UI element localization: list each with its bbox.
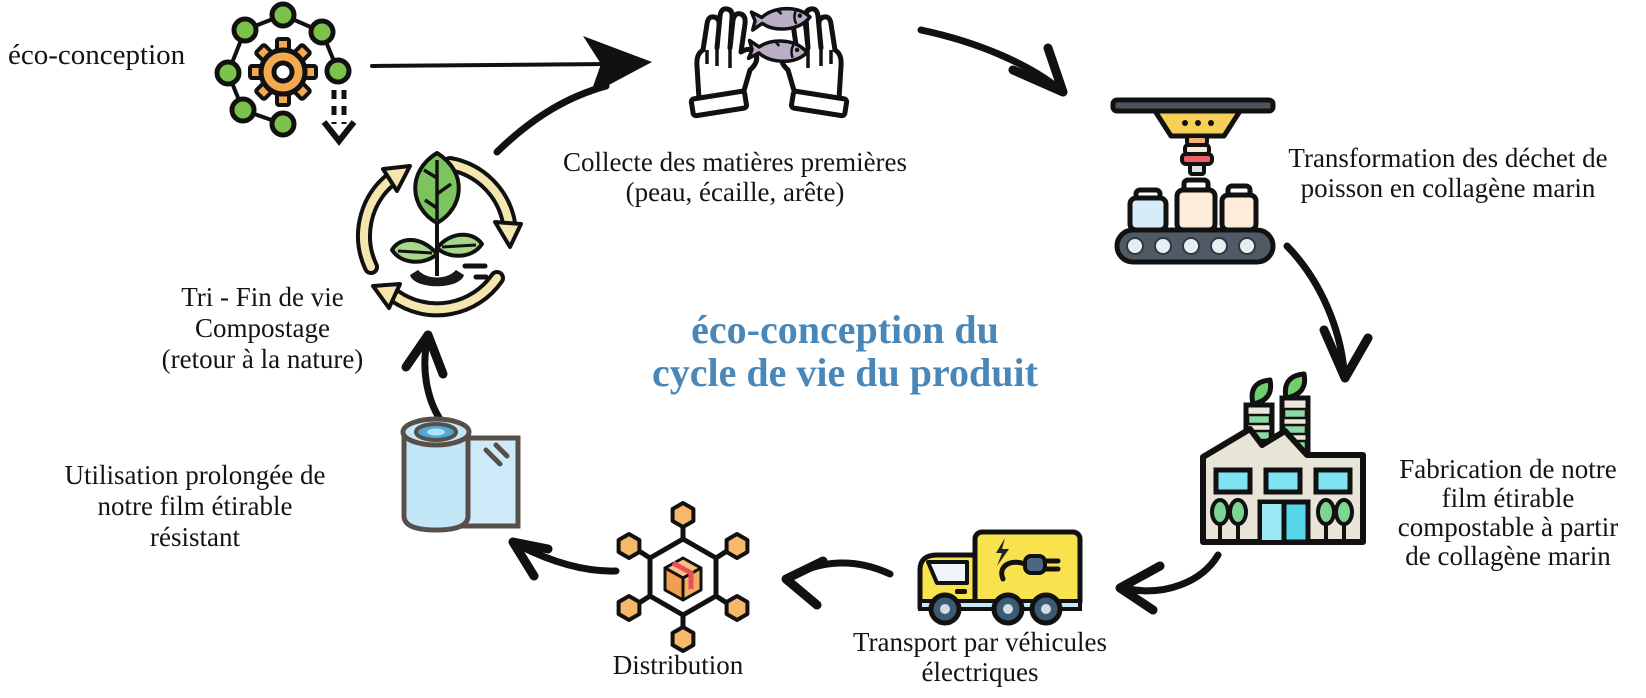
arrowhead-collecte — [583, 36, 652, 95]
arrow-transformation-to-fabrication — [1283, 242, 1348, 374]
conveyor-machine-icon — [1110, 97, 1276, 265]
compost-cycle-icon — [356, 151, 523, 318]
transport-label: Transport par véhicules électriques — [853, 627, 1107, 687]
arrow-tri-to-collecte — [493, 82, 610, 156]
lightning-icon — [996, 538, 1009, 566]
arrow-fabrication-to-transport — [1124, 551, 1222, 595]
center-title: éco-conception du cycle de vie du produi… — [652, 307, 1038, 395]
fabrication-label: Fabrication de notre film étirable compo… — [1397, 454, 1619, 571]
eco-factory-icon — [1200, 371, 1366, 545]
tri-label: Tri - Fin de vie Compostage (retour à la… — [161, 282, 364, 374]
film-roll-icon — [400, 416, 521, 533]
distribution-label: Distribution — [612, 650, 744, 680]
arrow-collecte-to-transformation — [917, 26, 1062, 92]
utilisation-label: Utilisation prolongée de notre film étir… — [64, 460, 326, 552]
dashed-arrow-icon — [321, 90, 357, 146]
collecte-label: Collecte des matières premières (peau, é… — [562, 147, 908, 207]
plug-icon — [999, 554, 1061, 582]
arrow-eco-to-collecte — [370, 62, 610, 68]
package-network-icon — [616, 501, 750, 653]
eco-conception-label: éco-conception — [8, 39, 186, 71]
electric-truck-icon — [917, 529, 1083, 626]
transformation-label: Transformation des déchet de poisson en … — [1288, 143, 1608, 203]
hands-fish-icon — [663, 5, 875, 122]
gear-network-icon — [214, 1, 357, 146]
arrow-distribution-to-utilisation — [516, 542, 620, 575]
